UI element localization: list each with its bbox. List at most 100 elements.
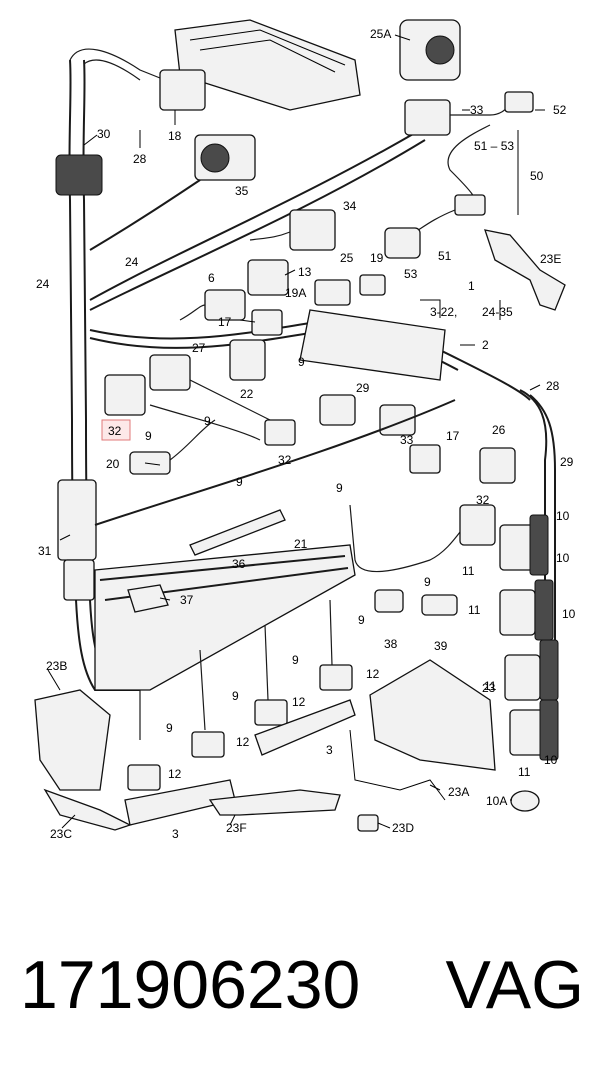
- callout-23F: 23F: [226, 821, 247, 835]
- callout-11: 11: [462, 564, 475, 578]
- callout-38: 38: [384, 637, 398, 651]
- callout-23E: 23E: [540, 252, 561, 266]
- callout-9: 9: [424, 575, 431, 589]
- callout-12: 12: [168, 767, 182, 781]
- bracket-23F: [208, 789, 341, 816]
- callout-11: 11: [468, 603, 481, 617]
- callout-51-53: 51 – 53: [474, 139, 514, 153]
- callout-13: 13: [298, 265, 312, 279]
- callout-32: 32: [476, 493, 490, 507]
- brand-name: VAG: [445, 947, 584, 1023]
- bracket-23B: [34, 689, 111, 791]
- branch-center-lower: [94, 399, 516, 573]
- callout-17: 17: [446, 429, 460, 443]
- leader-lines: [47, 34, 545, 829]
- callout-6: 6: [208, 271, 215, 285]
- callout-9: 9: [232, 689, 239, 703]
- callout-9: 9: [166, 721, 173, 735]
- callout-35: 35: [235, 184, 249, 198]
- branch-upper-right: [89, 91, 534, 311]
- clip-39: [421, 594, 458, 616]
- clip-37: [127, 584, 169, 613]
- bracket-23: [369, 659, 496, 771]
- callout-23A: 23A: [448, 785, 469, 799]
- callout-23C: 23C: [50, 827, 72, 841]
- callout-23B: 23B: [46, 659, 67, 673]
- fuel-rail-3-right: [254, 699, 356, 756]
- callout-53: 53: [404, 267, 418, 281]
- highlight-box-32: [101, 419, 131, 441]
- injector-connectors-12: [127, 664, 353, 791]
- callout-34: 34: [343, 199, 357, 213]
- connectors-mid-left: [179, 259, 386, 336]
- callout-52: 52: [553, 103, 567, 117]
- control-unit: [159, 19, 461, 111]
- bracket-23E: [484, 229, 566, 311]
- callout-3-22: 3-22,: [430, 305, 457, 319]
- wiring-harness-diagram: 25A 33 52 30 18 28 51 – 53 50 35 34 24 2…: [34, 19, 576, 841]
- callout-12: 12: [292, 695, 306, 709]
- callout-9: 9: [298, 355, 305, 369]
- callout-28: 28: [546, 379, 560, 393]
- callout-24: 24: [125, 255, 139, 269]
- callout-1: 1: [468, 279, 475, 293]
- callout-12: 12: [366, 667, 380, 681]
- callout-9: 9: [292, 653, 299, 667]
- callout-29: 29: [560, 455, 574, 469]
- callout-17: 17: [218, 315, 232, 329]
- callout-10: 10: [556, 551, 570, 565]
- harness-rail-21: [94, 544, 356, 740]
- callout-22: 22: [240, 387, 254, 401]
- callout-27: 27: [192, 341, 206, 355]
- callout-9: 9: [236, 475, 243, 489]
- branch-central: [89, 309, 556, 700]
- part-number: 171906230: [20, 947, 361, 1023]
- callout-11: 11: [518, 765, 531, 779]
- bracket-23C: [43, 788, 132, 831]
- callout-26: 26: [492, 423, 506, 437]
- sensor-20: [129, 419, 216, 475]
- callout-10: 10: [556, 509, 570, 523]
- callout-3: 3: [172, 827, 179, 841]
- callout-28: 28: [133, 152, 147, 166]
- callout-11: 11: [484, 679, 497, 693]
- connectors-right-column: [499, 514, 559, 761]
- callout-37: 37: [180, 593, 194, 607]
- callout-32: 32: [108, 424, 122, 438]
- callout-23: 23: [482, 681, 496, 695]
- callout-12: 12: [236, 735, 250, 749]
- callout-18: 18: [168, 129, 182, 143]
- callout-31: 31: [38, 544, 52, 558]
- main-harness-trunk: [55, 48, 166, 691]
- callout-25: 25: [340, 251, 354, 265]
- sensor-53: [384, 227, 421, 259]
- callout-10: 10: [562, 607, 576, 621]
- callout-30: 30: [97, 127, 111, 141]
- harness-sleeve: [57, 479, 97, 561]
- cable-tie-36: [189, 509, 286, 556]
- callout-9: 9: [204, 414, 211, 428]
- grommet-30: [55, 154, 103, 196]
- callout-2: 2: [482, 338, 489, 352]
- connector-35: [89, 134, 256, 251]
- callout-36: 36: [232, 557, 246, 571]
- callout-9: 9: [336, 481, 343, 495]
- callout-32: 32: [278, 453, 292, 467]
- callout-10: 10: [544, 753, 558, 767]
- callout-10A: 10A: [486, 794, 507, 808]
- callout-33: 33: [400, 433, 414, 447]
- callout-25A: 25A: [370, 27, 391, 41]
- mounting-plate: [299, 309, 446, 381]
- callout-21: 21: [294, 537, 308, 551]
- clip-38: [374, 589, 404, 613]
- callout-50: 50: [530, 169, 544, 183]
- callout-33: 33: [470, 103, 484, 117]
- callout-23D: 23D: [392, 821, 414, 835]
- callout-29: 29: [356, 381, 370, 395]
- bracket-23A: [349, 729, 446, 801]
- connector-33-top: [404, 99, 451, 136]
- clip-23D: [357, 814, 379, 832]
- footer-caption: 171906230 VAG: [0, 935, 600, 1035]
- callout-24: 24: [36, 277, 50, 291]
- callout-20: 20: [106, 457, 120, 471]
